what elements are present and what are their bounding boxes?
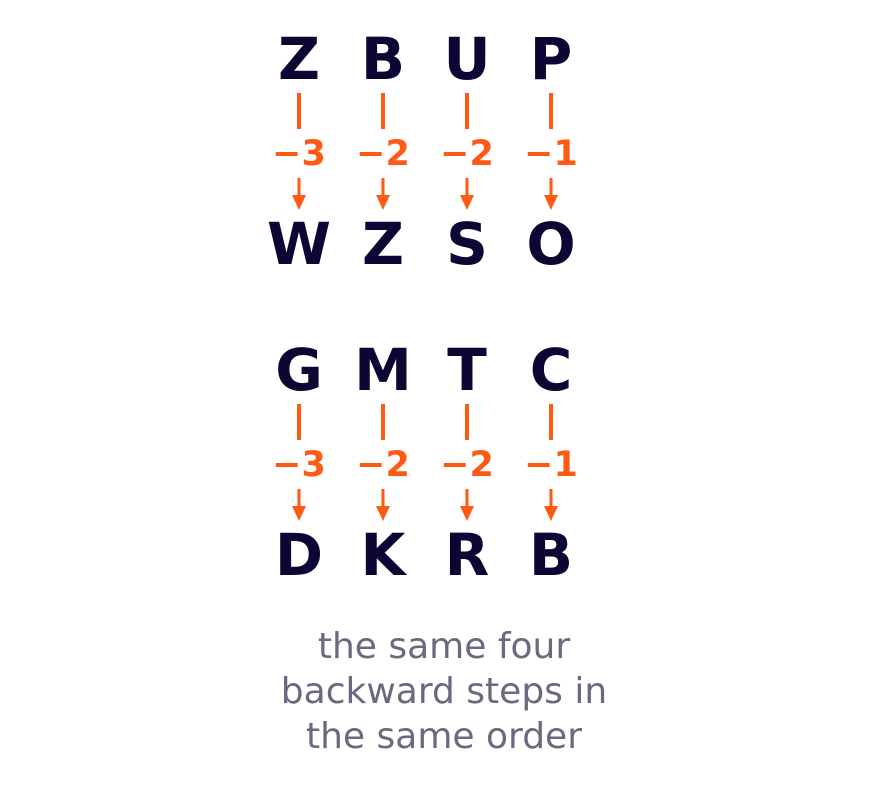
source-letter: M: [354, 336, 412, 404]
down-arrow-icon: [292, 195, 306, 210]
step-label: −1: [524, 445, 578, 485]
caption-line: backward steps in: [280, 671, 608, 712]
down-arrow-icon: [544, 195, 558, 210]
step-label: −2: [356, 134, 410, 174]
result-letter: D: [275, 521, 323, 589]
step-label: −2: [356, 445, 410, 485]
down-arrow-icon: [376, 195, 390, 210]
source-letter: Z: [278, 25, 320, 93]
down-arrow-icon: [292, 506, 306, 521]
caption-line: the same order: [306, 716, 582, 757]
source-letter: T: [447, 336, 487, 404]
source-letter: B: [361, 25, 405, 93]
example-1: Z−3WB−2ZU−2SP−1O: [267, 25, 578, 278]
step-label: −2: [440, 445, 494, 485]
result-letter: K: [361, 521, 408, 589]
down-arrow-icon: [544, 506, 558, 521]
result-letter: R: [445, 521, 490, 589]
caption: the same four backward steps in the same…: [0, 624, 888, 759]
source-letter: G: [275, 336, 323, 404]
step-label: −3: [272, 134, 326, 174]
result-letter: B: [529, 521, 573, 589]
result-letter: W: [267, 210, 331, 278]
source-letter: C: [530, 336, 573, 404]
source-letter: P: [530, 25, 573, 93]
caption-line: the same four: [317, 626, 571, 667]
result-letter: Z: [362, 210, 404, 278]
down-arrow-icon: [376, 506, 390, 521]
down-arrow-icon: [460, 195, 474, 210]
step-label: −3: [272, 445, 326, 485]
down-arrow-icon: [460, 506, 474, 521]
step-label: −1: [524, 134, 578, 174]
source-letter: U: [443, 25, 490, 93]
example-2: G −3D M −2K T −2R C −1B: [272, 336, 578, 589]
result-letter: O: [526, 210, 575, 278]
step-label: −2: [440, 134, 494, 174]
result-letter: S: [446, 210, 488, 278]
